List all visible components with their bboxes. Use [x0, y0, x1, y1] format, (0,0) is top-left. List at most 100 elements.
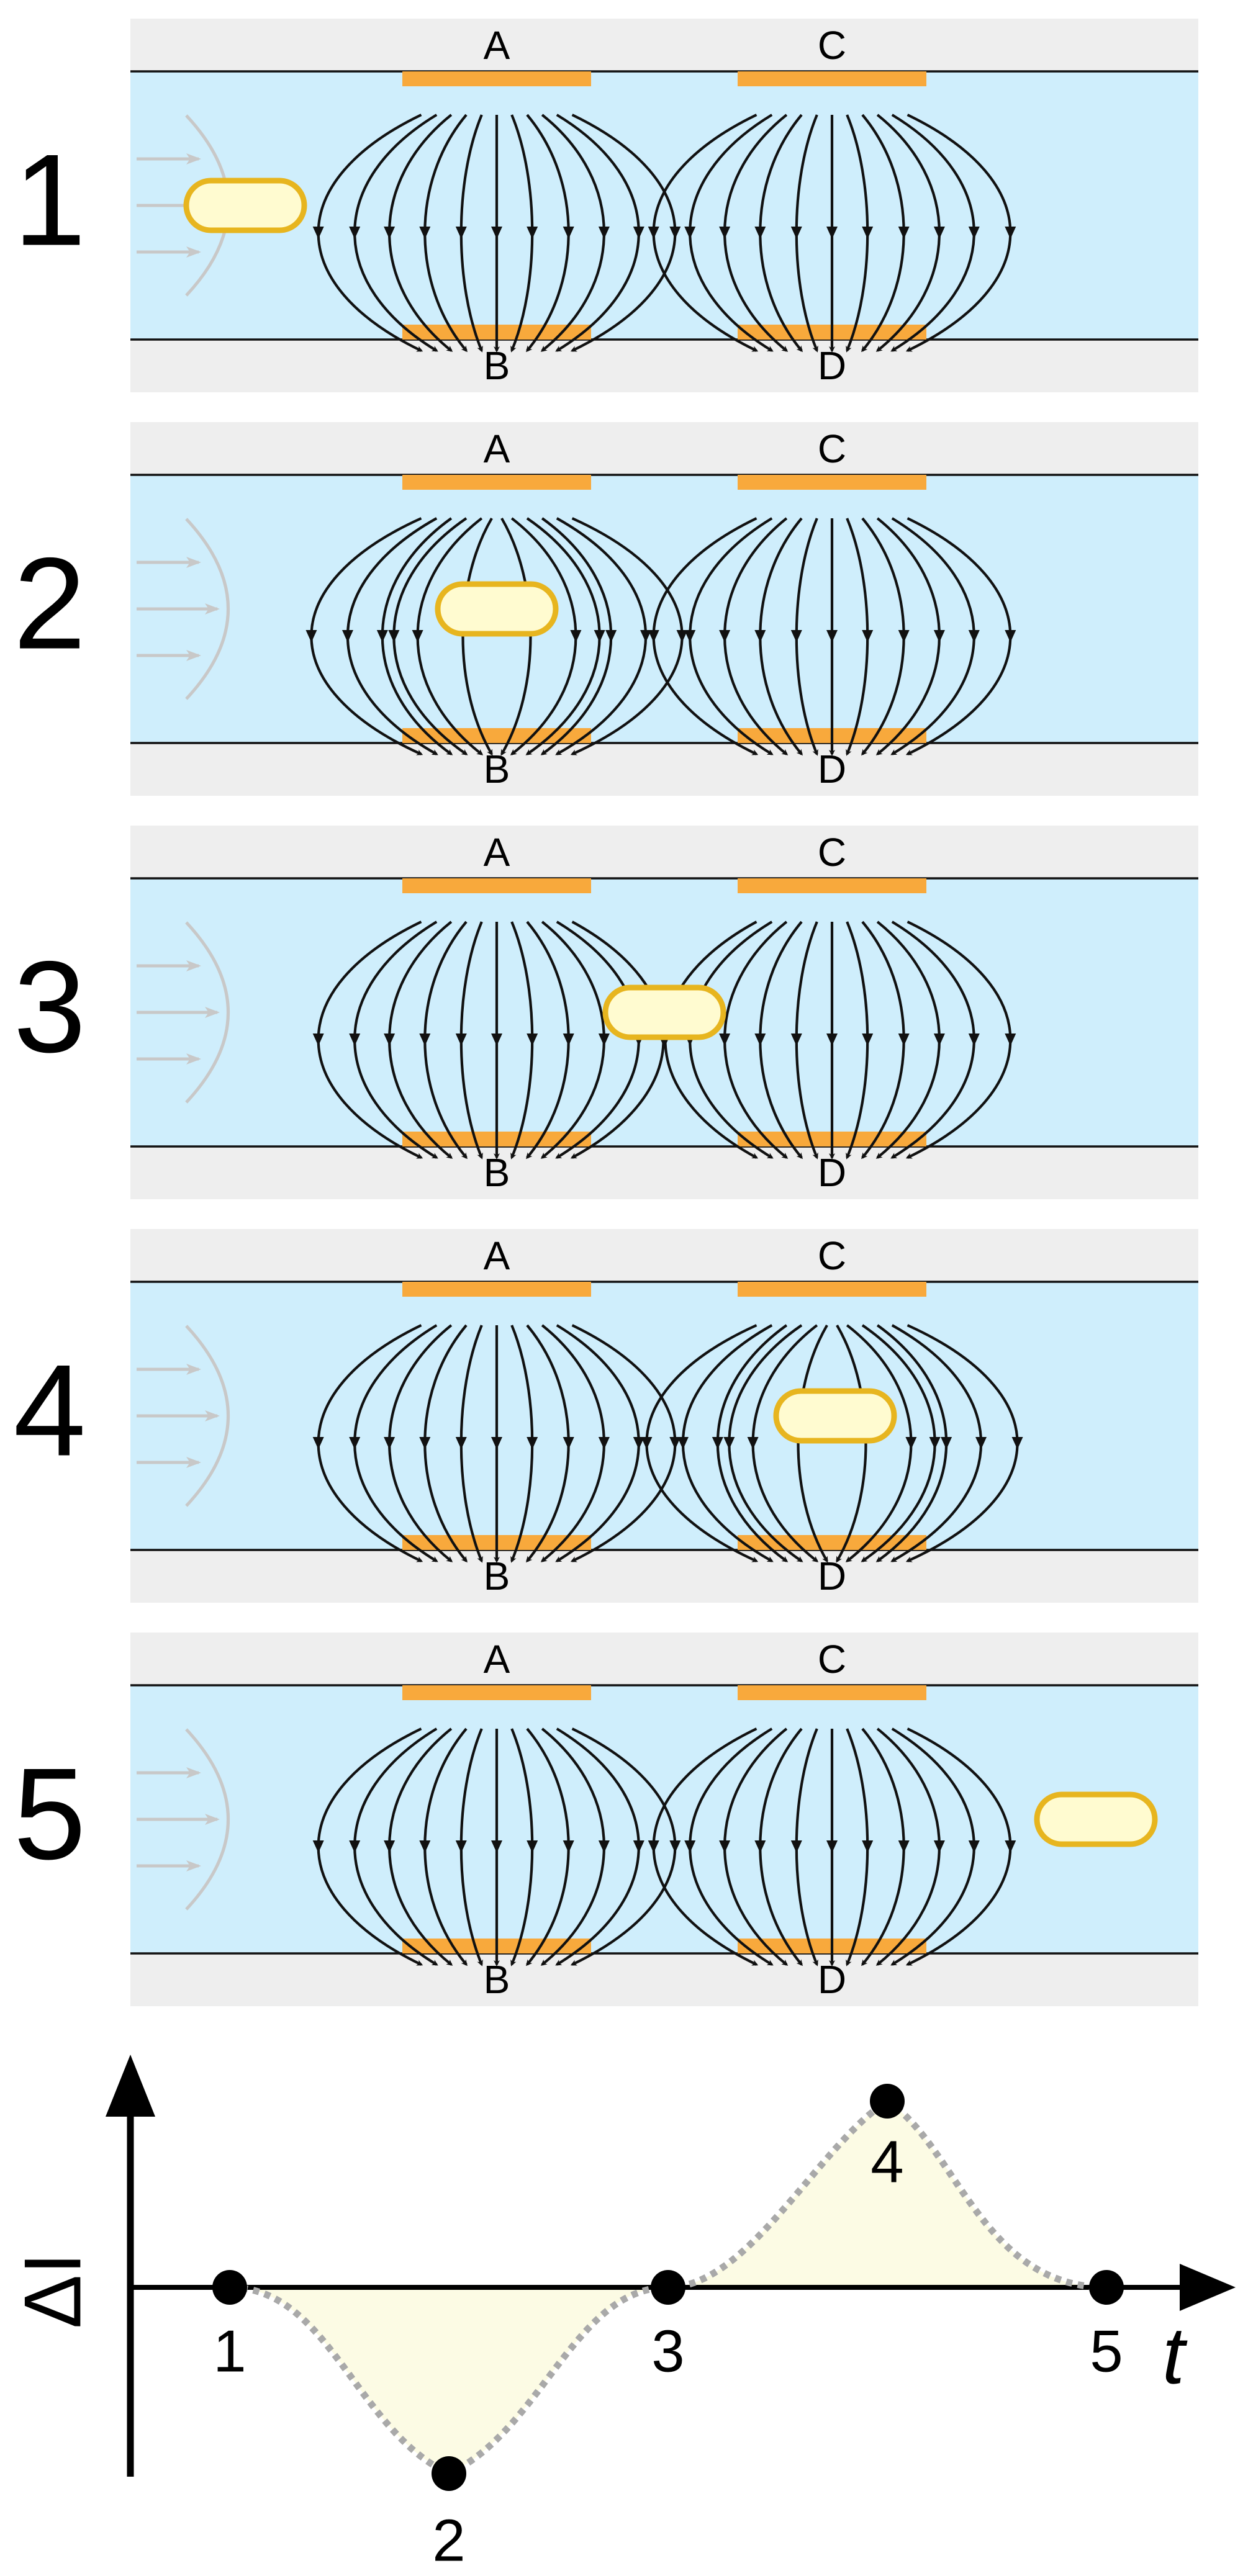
field-arrowhead	[455, 227, 467, 239]
field-arrowhead	[455, 1034, 467, 1046]
field-arrowhead	[491, 1437, 502, 1449]
electrode-A	[402, 1685, 591, 1700]
field-arrowhead	[719, 227, 731, 239]
microchannel	[130, 71, 1198, 340]
y-axis-label: ΔI	[7, 2253, 97, 2329]
field-arrowhead	[419, 1034, 431, 1046]
electrode-C	[738, 1282, 926, 1297]
electrode-label-C: C	[818, 23, 846, 68]
field-arrowhead	[648, 1840, 659, 1853]
field-arrowhead	[563, 1034, 574, 1046]
field-arrowhead	[1005, 227, 1016, 239]
field-arrowhead	[527, 1437, 538, 1449]
electrode-C	[738, 1685, 926, 1700]
field-arrowhead	[349, 1034, 361, 1046]
field-arrowhead	[929, 1437, 941, 1449]
signal-point-label: 4	[870, 2128, 903, 2195]
electrode-label-A: A	[484, 1233, 510, 1278]
microchannel	[130, 1685, 1198, 1953]
field-arrowhead	[605, 630, 617, 642]
field-arrowhead	[968, 1840, 980, 1853]
field-arrowhead	[669, 1840, 681, 1853]
field-arrowhead	[754, 227, 766, 239]
field-arrowhead	[1005, 1840, 1016, 1853]
signal-point-label: 1	[213, 2318, 246, 2384]
field-arrowhead	[684, 1840, 696, 1853]
field-arrowhead	[648, 227, 659, 239]
bottom-wall	[130, 1953, 1198, 2006]
bottom-wall	[130, 1550, 1198, 1603]
field-arrowhead	[790, 630, 802, 642]
electrode-C	[738, 475, 926, 490]
bottom-wall	[130, 340, 1198, 392]
field-arrowhead	[312, 227, 324, 239]
particle	[602, 984, 726, 1040]
field-arrowhead	[527, 1034, 538, 1046]
field-arrowhead	[933, 227, 945, 239]
field-arrowhead	[384, 1840, 396, 1853]
field-arrowhead	[341, 630, 353, 642]
field-arrowhead	[491, 1840, 502, 1853]
field-arrowhead	[826, 1840, 838, 1853]
top-wall	[130, 1229, 1198, 1282]
field-arrowhead	[384, 1034, 396, 1046]
field-arrowhead	[968, 227, 980, 239]
particle	[435, 581, 559, 637]
field-arrowhead	[669, 227, 681, 239]
step-number: 1	[14, 127, 86, 272]
field-arrowhead	[312, 1034, 324, 1046]
field-arrowhead	[968, 630, 980, 642]
field-arrowhead	[1011, 1437, 1023, 1449]
field-arrowhead	[712, 1437, 723, 1449]
field-arrowhead	[563, 227, 574, 239]
field-arrowhead	[633, 1840, 644, 1853]
field-arrowhead	[826, 1034, 838, 1046]
signal-point-3	[651, 2270, 685, 2305]
field-arrowhead	[455, 1437, 467, 1449]
field-arrowhead	[563, 1840, 574, 1853]
field-arrowhead	[898, 1840, 910, 1853]
field-arrowhead	[312, 1840, 324, 1853]
flow-profile-arc	[185, 921, 230, 1104]
electrode-label-A: A	[484, 426, 510, 471]
field-arrowhead	[905, 1437, 917, 1449]
field-arrowhead	[684, 630, 696, 642]
electrode-A	[402, 878, 591, 893]
field-arrowhead	[598, 1437, 610, 1449]
field-arrowhead	[633, 1437, 644, 1449]
microchannel	[130, 475, 1198, 743]
microchannel	[130, 1282, 1198, 1550]
field-arrowhead	[941, 1437, 952, 1449]
field-arrowhead	[598, 1840, 610, 1853]
top-wall	[130, 422, 1198, 475]
electrode-label-C: C	[818, 1637, 846, 1682]
signal-point-1	[212, 2270, 247, 2305]
field-arrowhead	[527, 227, 538, 239]
electrode-label-B: B	[484, 747, 510, 791]
field-arrowhead	[826, 227, 838, 239]
field-arrowhead	[898, 630, 910, 642]
flow-profile-arc	[185, 518, 230, 700]
field-arrowhead	[491, 1034, 502, 1046]
field-arrowhead	[563, 1437, 574, 1449]
field-arrowhead	[790, 1840, 802, 1853]
field-arrowhead	[349, 1437, 361, 1449]
x-axis-label: t	[1162, 2310, 1188, 2400]
electrode-B	[402, 728, 591, 743]
field-arrowhead	[862, 1840, 874, 1853]
field-arrowhead	[898, 1034, 910, 1046]
field-arrowhead	[455, 1840, 467, 1853]
electrode-label-A: A	[484, 1637, 510, 1682]
field-arrowhead	[676, 630, 688, 642]
field-arrowhead	[677, 1437, 689, 1449]
step-number: 3	[14, 934, 86, 1079]
field-arrowhead	[349, 1840, 361, 1853]
field-arrowhead	[633, 227, 644, 239]
step-number: 4	[14, 1337, 86, 1483]
electrode-label-D: D	[818, 1554, 846, 1598]
field-arrowhead	[419, 227, 431, 239]
